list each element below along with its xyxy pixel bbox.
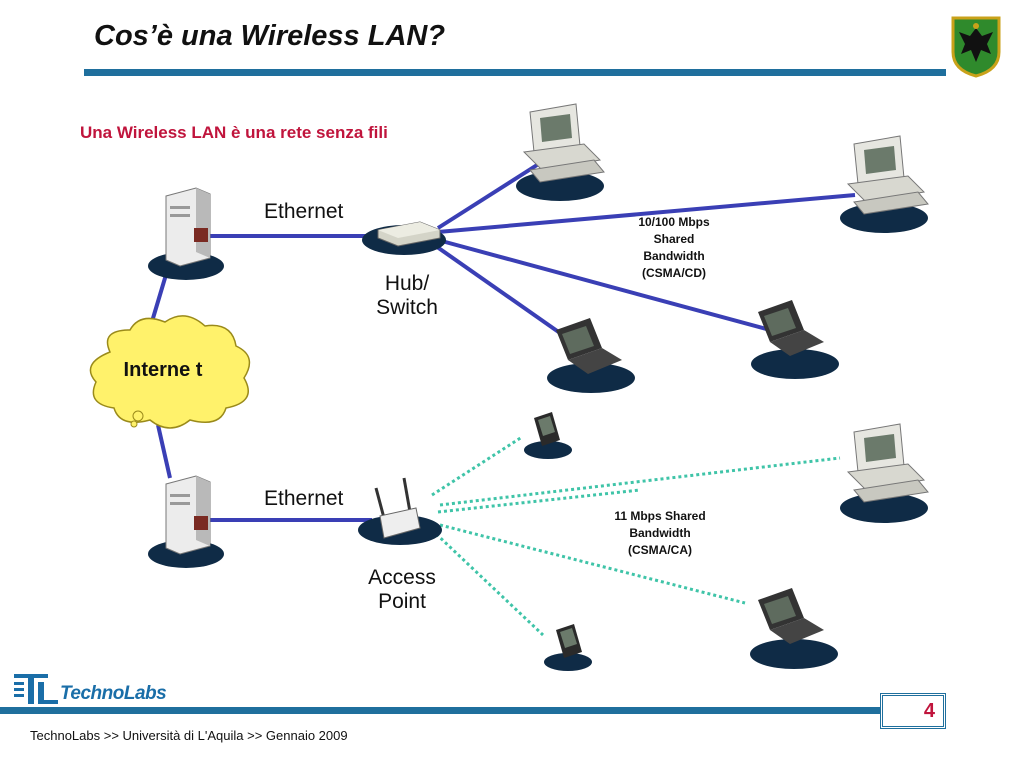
- pda-icon-2: [556, 624, 582, 658]
- wireless-pc3: [439, 456, 841, 507]
- wired-bandwidth-line1: 10/100 Mbps: [638, 215, 710, 229]
- hub-icon: [377, 221, 441, 247]
- wireless-bandwidth-line2: Bandwidth: [629, 526, 691, 540]
- internet-label: Interne t: [123, 359, 203, 381]
- wired-bandwidth-note: 10/100 Mbps Shared Bandwidth (CSMA/CD): [612, 214, 736, 282]
- wired-bandwidth-line2: Shared: [653, 232, 695, 246]
- access-point-label-line2: Point: [378, 590, 426, 613]
- laptop-icon: [556, 318, 622, 374]
- link-cloud-server2: [156, 424, 172, 479]
- wireless-links: [430, 435, 841, 637]
- access-point-label-line1: Access: [368, 566, 436, 589]
- laptop-icon-3: [758, 588, 824, 644]
- wireless-mid: [437, 488, 641, 514]
- server-icon-2: [165, 475, 211, 555]
- link-hub-laptop1: [428, 240, 572, 342]
- footer-text: TechnoLabs >> Università di L'Aquila >> …: [30, 728, 348, 743]
- technolabs-logo-text: TechnoLabs: [60, 683, 167, 704]
- page-number-box: 4: [880, 693, 946, 729]
- ethernet-label-top: Ethernet: [264, 200, 344, 223]
- access-point-label: Access Point: [360, 566, 444, 614]
- desktop-pc-icon-2: [846, 135, 929, 215]
- wired-links: [143, 156, 856, 522]
- university-crest-icon: [951, 16, 1001, 78]
- wireless-laptop3: [439, 523, 746, 605]
- ethernet-label-bottom: Ethernet: [264, 487, 344, 510]
- page-number: 4: [923, 700, 935, 722]
- wireless-bandwidth-note: 11 Mbps Shared Bandwidth (CSMA/CA): [596, 508, 724, 559]
- hub-label-line1: Hub/: [384, 272, 430, 295]
- wireless-pda1: [431, 435, 523, 497]
- slide-title: Cos’è una Wireless LAN?: [94, 20, 446, 52]
- access-point-icon: [374, 477, 421, 539]
- footer-rule: [0, 707, 880, 714]
- wireless-bandwidth-line1: 11 Mbps Shared: [614, 509, 706, 523]
- laptop-icon-2: [758, 300, 824, 356]
- title-rule: [84, 69, 946, 76]
- server-icon: [165, 187, 211, 267]
- desktop-pc-icon: [522, 103, 605, 183]
- slide-subtitle: Una Wireless LAN è una rete senza fili: [80, 123, 388, 142]
- link-hub-laptop2: [437, 238, 771, 332]
- internet-cloud-icon: [89, 315, 251, 429]
- wired-bandwidth-line4: (CSMA/CD): [642, 266, 706, 280]
- desktop-pc-icon-3: [846, 423, 929, 503]
- link-hub-pc2: [437, 193, 856, 234]
- pda-icon: [534, 412, 560, 446]
- wireless-bandwidth-line3: (CSMA/CA): [628, 543, 692, 557]
- wireless-pda2: [430, 528, 545, 637]
- wired-bandwidth-line3: Bandwidth: [643, 249, 705, 263]
- hub-label: Hub/ Switch: [370, 272, 444, 320]
- technolabs-logo-icon: [14, 674, 58, 704]
- hub-label-line2: Switch: [376, 296, 438, 319]
